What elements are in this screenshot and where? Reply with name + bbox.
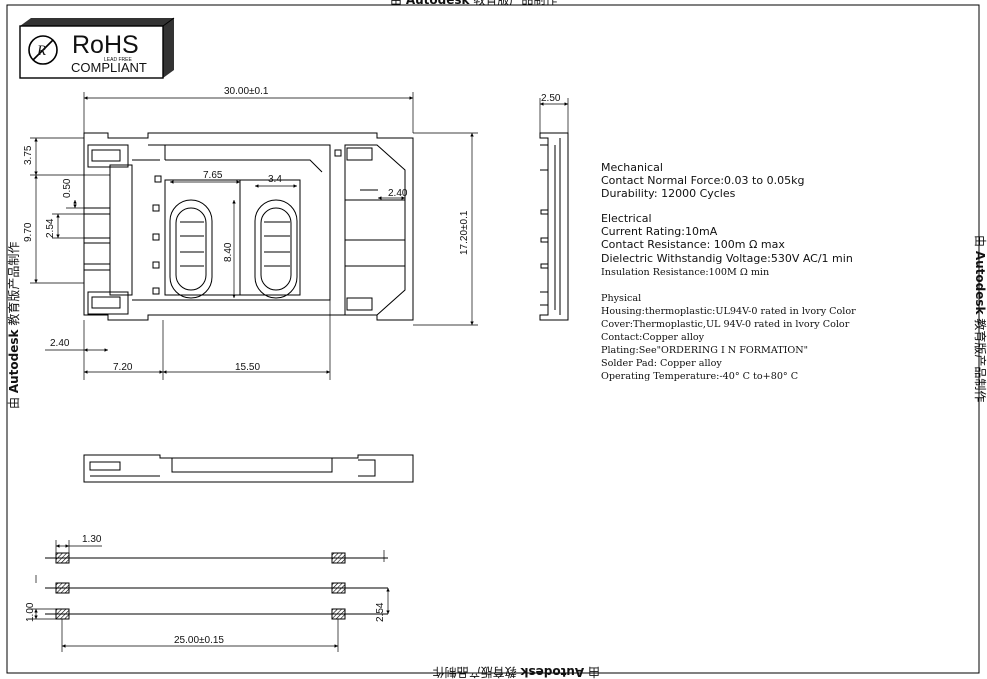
spec-insulation: Insulation Resistance:100M Ω min — [601, 267, 769, 278]
top-view — [83, 132, 414, 321]
spec-solder-pad: Solder Pad: Copper alloy — [601, 358, 722, 369]
rohs-compliant: COMPLIANT — [71, 60, 147, 75]
svg-text:由 Autodesk 教育版产品制作: 由 Autodesk 教育版产品制作 — [6, 242, 21, 409]
footprint-dimensions — [28, 540, 390, 652]
footprint-pad — [55, 608, 70, 620]
dim-window-width: 7.65 — [203, 170, 223, 181]
dim-window-height: 8.40 — [223, 242, 234, 262]
svg-text:由 Autodesk 教育版产品制作: 由 Autodesk 教育版产品制作 — [433, 665, 600, 679]
svg-text:由 Autodesk 教育版产品制作: 由 Autodesk 教育版产品制作 — [973, 235, 987, 402]
spec-housing: Housing:thermoplastic:UL94V-0 rated in l… — [601, 306, 856, 317]
watermark-top: 由 Autodesk 教育版产品制作 — [390, 0, 557, 7]
rohs-title: RoHS — [72, 31, 139, 59]
front-view — [83, 454, 414, 483]
dim-right-part: 15.50 — [235, 362, 260, 373]
dim-overall-height: 17.20±0.1 — [459, 210, 470, 255]
footprint-pad — [331, 608, 346, 620]
spec-plating: Plating:See"ORDERING I N FORMATION" — [601, 345, 808, 356]
rohs-lead-free: LEAD FREE — [104, 57, 132, 63]
spec-cover: Cover:Thermoplastic,UL 94V-0 rated in lv… — [601, 319, 850, 330]
spec-physical: Physical Housing:thermoplastic:UL94V-0 r… — [601, 293, 856, 382]
watermark-left: 由 Autodesk 教育版产品制作 — [6, 242, 21, 409]
dim-left-part: 7.20 — [113, 362, 133, 373]
footprint-dimension-labels: 1.30 1.00 2.54 25.00±0.15 — [25, 534, 386, 646]
rohs-logo-icon: R — [28, 35, 58, 65]
dim-overall-width: 30.00±0.1 — [224, 86, 269, 97]
watermark-right: 由 Autodesk 教育版产品制作 — [973, 235, 987, 402]
footprint-pad — [331, 552, 346, 564]
svg-text:R: R — [36, 43, 46, 59]
spec-electrical: Electrical Current Rating:10mA Contact R… — [601, 212, 853, 265]
footprint-pad — [55, 552, 70, 564]
spec-current: Current Rating:10mA — [601, 225, 718, 238]
dim-pitch: 2.54 — [45, 218, 56, 238]
top-view-dimension-labels: 30.00±0.1 3.75 0.50 2.54 9.70 7.65 3.4 8… — [23, 86, 470, 373]
dim-pad-span: 25.00±0.15 — [174, 635, 224, 646]
spec-physical-heading: Physical — [601, 293, 641, 304]
dim-slot-gap: 0.50 — [62, 178, 73, 198]
spec-resistance: Contact Resistance: 100m Ω max — [601, 238, 785, 251]
top-view-dimensions — [30, 92, 478, 380]
spec-mechanical: Mechanical Contact Normal Force:0.03 to … — [601, 161, 804, 200]
footprint-pad — [331, 582, 346, 594]
dim-row-pitch: 2.54 — [375, 602, 386, 622]
dim-top-offset: 3.75 — [23, 145, 34, 165]
svg-text:由 Autodesk 教育版产品制作: 由 Autodesk 教育版产品制作 — [390, 0, 557, 7]
sheet-border — [6, 4, 980, 674]
spec-durability: Durability: 12000 Cycles — [601, 187, 736, 200]
rohs-badge: R RoHS LEAD FREE COMPLIANT — [19, 17, 175, 79]
spec-normal-force: Contact Normal Force:0.03 to 0.05kg — [601, 174, 804, 187]
dim-pad-height: 1.00 — [25, 602, 36, 622]
spec-mechanical-heading: Mechanical — [601, 161, 663, 174]
dim-left-tab: 2.40 — [50, 338, 70, 349]
spec-electrical-heading: Electrical — [601, 212, 652, 225]
dim-pad-width: 1.30 — [82, 534, 102, 545]
spec-contact: Contact:Copper alloy — [601, 332, 705, 343]
dim-height: 9.70 — [23, 222, 34, 242]
pcb-footprint — [45, 552, 388, 620]
spec-temperature: Operating Temperature:-40° C to+80° C — [601, 371, 798, 382]
dim-window-small: 3.4 — [268, 174, 282, 185]
dim-thickness: 2.50 — [541, 93, 561, 104]
side-view-dimensions — [539, 98, 569, 133]
dim-right-tab: 2.40 — [388, 188, 408, 199]
spec-dielectric: Dielectric Withstandig Voltage:530V AC/1… — [601, 252, 853, 265]
side-view — [539, 132, 569, 321]
footprint-pad — [55, 582, 70, 594]
watermark-bottom: 由 Autodesk 教育版产品制作 — [433, 665, 600, 679]
